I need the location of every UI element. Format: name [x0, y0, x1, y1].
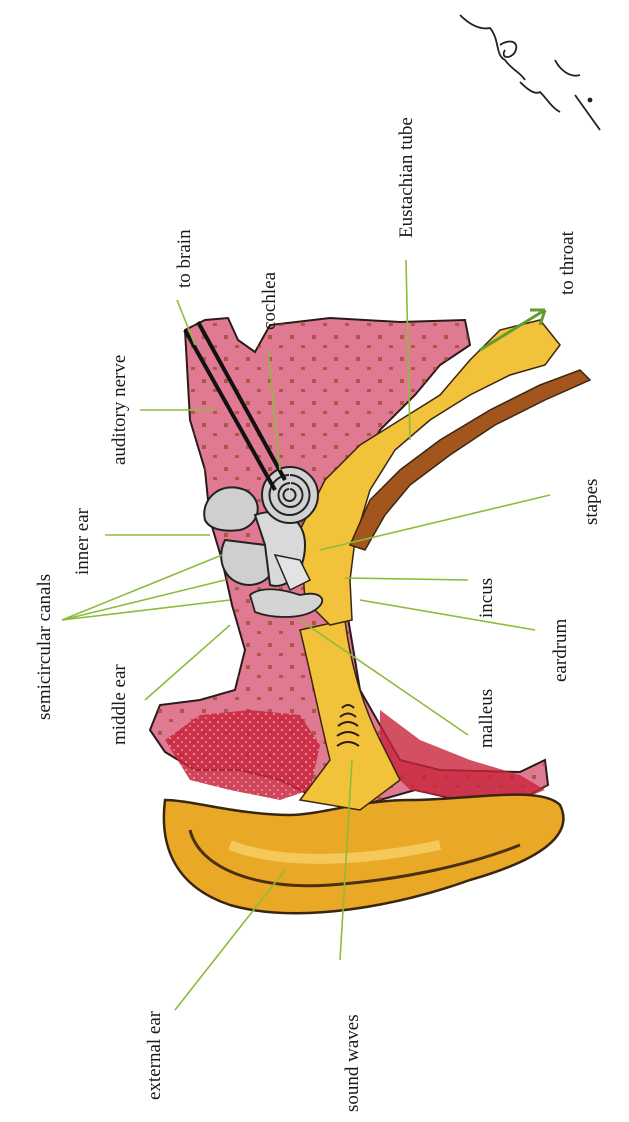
label-sound-waves: sound waves — [342, 1014, 363, 1112]
label-inner-ear: inner ear — [72, 507, 93, 575]
label-middle-ear: middle ear — [109, 664, 130, 745]
label-stapes: stapes — [581, 479, 602, 525]
label-semicircular-canals: semicircular canals — [34, 574, 55, 720]
label-auditory-nerve: auditory nerve — [109, 355, 130, 465]
label-cochlea: cochlea — [259, 271, 280, 330]
label-malleus: malleus — [476, 689, 497, 748]
cochlea-shape — [262, 467, 318, 523]
label-external-ear: external ear — [144, 1010, 165, 1100]
label-eustachian-tube: Eustachian tube — [396, 117, 417, 238]
label-eardrum: eardrum — [550, 618, 571, 682]
label-to-throat: to throat — [557, 230, 578, 295]
label-incus: incus — [476, 578, 497, 618]
red-tissue-speckle — [165, 710, 320, 800]
label-to-brain: to brain — [174, 229, 195, 288]
artist-signature — [460, 15, 600, 130]
